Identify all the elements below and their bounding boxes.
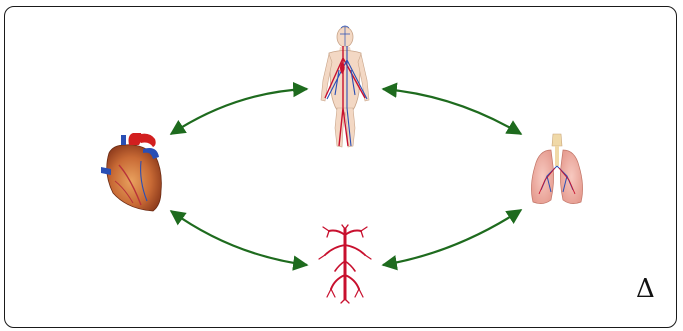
heart-icon (101, 133, 161, 211)
arrow-vessels-lungs (383, 210, 521, 265)
blood-vessel-tree-icon (319, 225, 371, 303)
delta-symbol: Δ (636, 276, 655, 302)
lungs-icon (531, 134, 582, 204)
arrow-heart-body (171, 89, 307, 134)
human-circulatory-system-icon (321, 26, 369, 147)
arrow-heart-vessels (171, 211, 307, 265)
arrow-body-lungs (383, 89, 521, 134)
